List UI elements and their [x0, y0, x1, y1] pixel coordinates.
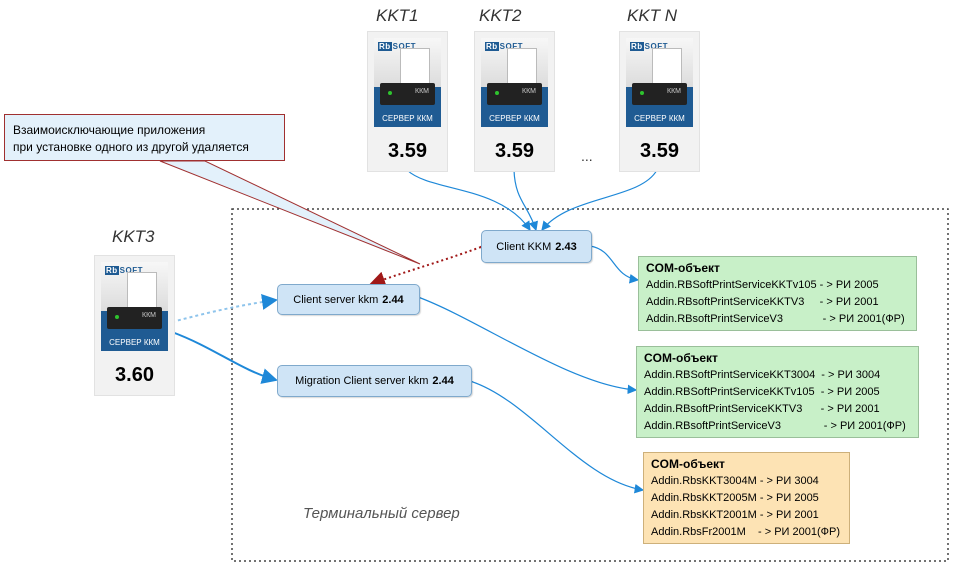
- printer-icon: ККМ: [107, 307, 162, 329]
- client-kkm-version: 2.43: [555, 240, 577, 253]
- client-server-kkm-version: 2.44: [382, 293, 404, 306]
- printer-icon: ККМ: [380, 83, 435, 105]
- receipt-icon: [127, 272, 157, 310]
- com-row: Addin.RBsoftPrintServiceV3 - > РИ 2001(Ф…: [646, 313, 905, 325]
- kkt2-title: KKT2: [479, 6, 522, 25]
- com-object-box-3: COM-объект Addin.RbsKKT3004M - > РИ 3004…: [643, 452, 850, 544]
- arrow-client-kkm-to-com1: [589, 245, 640, 284]
- migration-client-version: 2.44: [432, 375, 454, 387]
- device-caption: СЕРВЕР ККМ: [109, 338, 160, 347]
- printer-icon: ККМ: [487, 83, 542, 105]
- com-row: Addin.RbsKKT2001M - > РИ 2001: [651, 509, 819, 521]
- receipt-icon: [507, 48, 537, 86]
- com-row: Addin.RBsoftPrintServiceKKTV3 - > РИ 200…: [644, 403, 880, 415]
- kkt2-version: 3.59: [495, 140, 534, 162]
- device-caption: СЕРВЕР ККМ: [489, 114, 540, 123]
- kktn-title: KKT N: [627, 6, 678, 25]
- com-row: Addin.RbsKKT2005M - > РИ 2005: [651, 492, 819, 504]
- com-object-box-2: COM-объект Addin.RBSoftPrintServiceKKT30…: [636, 346, 919, 438]
- com-header: COM-объект: [646, 261, 720, 275]
- com-header: COM-объект: [651, 457, 725, 471]
- com-row: Addin.RBSoftPrintServiceKKTv105 - > РИ 2…: [646, 279, 879, 291]
- arrow-client-server-to-com2: [417, 296, 638, 395]
- arrow-migration-to-com3: [469, 380, 645, 494]
- arrow-kkt3-to-migration: [171, 331, 278, 384]
- kkt1-version: 3.59: [388, 140, 427, 162]
- kkt3-title: KKT3: [112, 227, 155, 246]
- com-row: Addin.RbsKKT3004M - > РИ 3004: [651, 475, 819, 487]
- callout-line-2: при установке одного из другой удаляется: [13, 140, 249, 154]
- terminal-server-frame: [231, 208, 949, 562]
- kkt1-title: KKT1: [376, 6, 419, 25]
- device-caption: СЕРВЕР ККМ: [382, 114, 433, 123]
- com-row: Addin.RBSoftPrintServiceKKT3004 - > РИ 3…: [644, 369, 881, 381]
- arrow-kkt2-to-client-kkm: [513, 169, 539, 232]
- printer-icon: ККМ: [632, 83, 687, 105]
- callout-pointer: [159, 160, 421, 265]
- client-kkm-name: Client KKM: [496, 240, 552, 253]
- com-row: Addin.RBsoftPrintServiceKKTV3 - > РИ 200…: [646, 296, 879, 308]
- com-row: Addin.RBsoftPrintServiceV3 - > РИ 2001(Ф…: [644, 420, 906, 432]
- arrow-kkt3-to-client-server: [171, 294, 278, 323]
- com-object-box-1: COM-объект Addin.RBSoftPrintServiceKKTv1…: [638, 256, 917, 331]
- arrow-kkt1-to-client-kkm: [406, 169, 531, 231]
- terminal-server-label: Терминальный сервер: [303, 505, 460, 522]
- device-caption: СЕРВЕР ККМ: [634, 114, 685, 123]
- client-server-kkm-name: Client server kkm: [293, 293, 379, 306]
- more-devices-ellipsis: ...: [581, 148, 593, 164]
- mutual-exclusion-arrow: [369, 234, 497, 287]
- com-row: Addin.RbsFr2001M - > РИ 2001(ФР): [651, 526, 840, 538]
- kkt3-version: 3.60: [115, 364, 154, 386]
- com-row: Addin.RBSoftPrintServiceKKTv105 - > РИ 2…: [644, 386, 880, 398]
- receipt-icon: [400, 48, 430, 86]
- arrow-kktn-to-client-kkm: [541, 169, 658, 231]
- callout-line-1: Взаимоисключающие приложения: [13, 123, 206, 137]
- exclusion-callout: Взаимоисключающие приложения при установ…: [4, 114, 285, 161]
- kktn-version: 3.59: [640, 140, 679, 162]
- receipt-icon: [652, 48, 682, 86]
- migration-client-name: Migration Client server kkm: [295, 375, 429, 387]
- com-header: COM-объект: [644, 351, 718, 365]
